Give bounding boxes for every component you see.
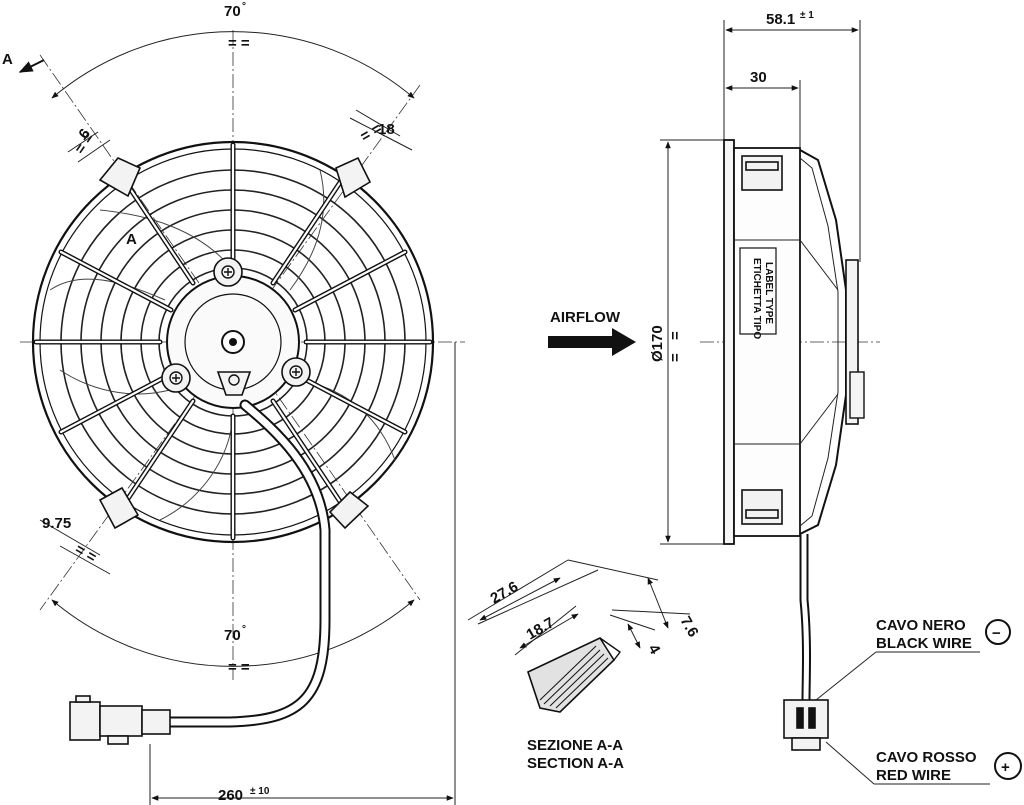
dim-975-equal: = = [72,541,99,567]
depth-total-value: 58.1 [766,11,795,28]
rib-marker-a: A [126,231,137,248]
airflow-label: AIRFLOW [550,309,621,326]
side-connector [783,699,829,751]
airflow-indicator: AIRFLOW [548,309,636,356]
dim-18-value: 18 [378,121,395,138]
dim-6-equal: = = [71,130,98,158]
hub-screws [169,265,303,386]
diameter-equal-1: = [667,331,684,340]
depth-total-tolerance: ± 1 [800,10,814,21]
top-angle-degree: ° [242,1,246,12]
cable-length-value: 260 [218,787,243,804]
front-view: 260 ± 10 70 ° = = 70 ° = = A A 6 = = 18 … [2,1,465,805]
cable-connector [69,695,171,745]
dim-975-value: 9.75 [42,515,71,532]
negative-symbol-text: − [992,625,1001,642]
cable-length-tolerance: ± 10 [250,786,270,797]
label-type-en: LABEL TYPE [763,262,774,324]
diameter-value: Ø170 [649,325,666,362]
depth-body-value: 30 [750,69,767,86]
bottom-angle-value: 70 [224,627,241,644]
black-wire-label-en: BLACK WIRE [876,635,972,652]
top-equal-mark: = = [228,35,250,52]
fan-outer-ring [31,140,435,544]
mounting-tabs [98,156,372,530]
side-view: 58.1 ± 1 30 Ø170 = = [649,10,1022,785]
bottom-angle-degree: ° [242,624,246,635]
top-angle-arc [51,31,415,99]
section-profile [527,636,621,713]
label-type-box [739,247,777,335]
section-a-a: 27.6 18.7 7.6 4 SEZIONE A-A SECTION A-A [467,559,702,772]
section-title-en: SECTION A-A [527,755,624,772]
frame-clips [741,155,783,525]
top-angle-value: 70 [224,3,241,20]
black-wire-label-it: CAVO NERO [876,617,966,634]
label-type-it: ETICHETTA TIPO [751,258,762,339]
red-wire-label-it: CAVO ROSSO [876,749,977,766]
negative-terminal-symbol [985,619,1011,645]
section-title-it: SEZIONE A-A [527,737,623,754]
bottom-angle-arc [51,599,415,667]
fan-frame-flange [723,139,735,545]
positive-symbol-text: + [1001,759,1010,776]
section-dim-276: 27.6 [488,578,522,607]
section-dim-4: 4 [645,642,664,658]
bottom-equal-mark: = = [228,659,250,676]
positive-terminal-symbol [994,752,1022,780]
fan-frame-body [733,147,801,537]
section-dim-76: 7.6 [677,614,702,641]
diameter-equal-2: = [667,353,684,362]
red-wire-label-en: RED WIRE [876,767,951,784]
section-marker-a: A [2,51,13,68]
section-dim-187: 18.7 [524,614,558,643]
